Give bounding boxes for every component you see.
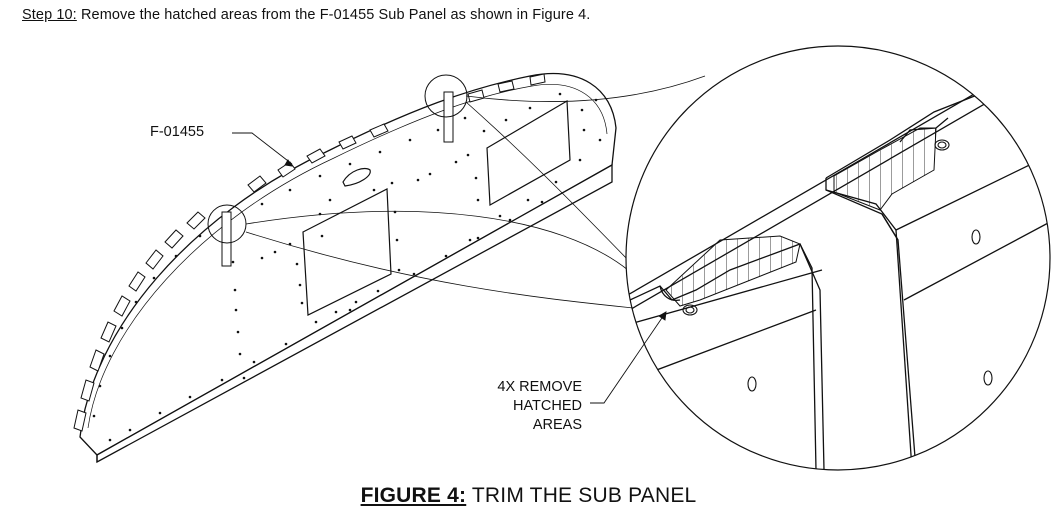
leader-lines [232,132,667,404]
hatched-area-lower [665,235,801,307]
step-instruction: Step 10: Remove the hatched areas from t… [22,7,590,23]
detail-projection-lines [245,75,706,311]
sub-panel-outline [79,72,617,464]
step-text: Remove the hatched areas from the F-0145… [76,7,591,23]
rivet-holes [92,92,602,442]
note-line-2: HATCHED [512,398,582,414]
figure-label: FIGURE 4: [360,484,467,507]
note-line-1: 4X REMOVE [497,379,582,395]
lightening-cutouts [302,99,571,316]
part-number-label: F-01455 [150,124,205,140]
figure-title: TRIM THE SUB PANEL [466,484,697,507]
step-label: Step 10: [22,7,77,23]
note-line-3: AREAS [532,417,582,433]
detail-holes [682,139,993,392]
remove-hatched-note: 4X REMOVE HATCHED AREAS [470,378,582,435]
detail-view [625,45,1051,471]
figure-caption: FIGURE 4: TRIM THE SUB PANEL [0,484,1057,508]
hatched-area-upper [833,127,937,211]
